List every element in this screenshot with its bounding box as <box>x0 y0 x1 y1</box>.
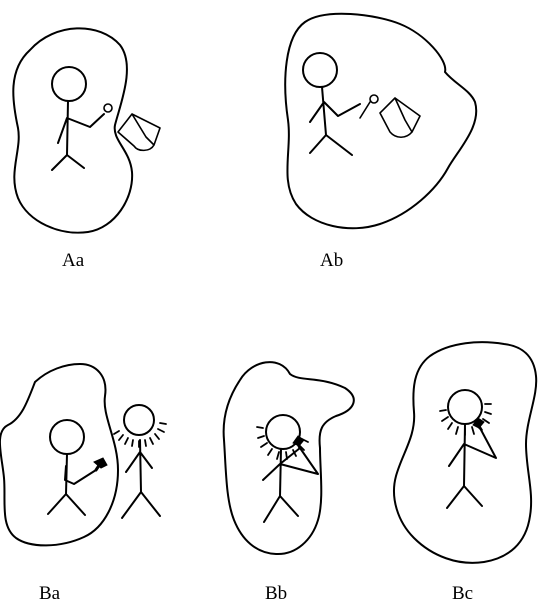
stick-figure-ba-outside <box>114 405 166 518</box>
boundary-blob-aa <box>13 28 132 232</box>
hammer-icon-ba <box>94 458 107 470</box>
panel-bb: Bb <box>224 362 354 604</box>
stick-figure-aa <box>52 67 104 170</box>
head-ba-inside <box>50 420 84 454</box>
panel-ba: Ba <box>0 364 166 604</box>
panel-ab: Ab <box>285 14 476 271</box>
panel-label-bc: Bc <box>452 583 473 604</box>
drumstick-icon-ab <box>360 95 378 118</box>
head-ab <box>303 53 337 87</box>
drumstick-icon-aa <box>104 104 112 112</box>
boundary-blob-ab <box>285 14 476 228</box>
drum-icon-aa <box>118 114 160 150</box>
panel-label-bb: Bb <box>265 583 287 604</box>
stick-figure-ab <box>303 53 360 155</box>
body-ba-inside <box>48 454 96 515</box>
head-aa <box>52 67 86 101</box>
panel-aa: Aa <box>13 28 160 271</box>
stick-figure-bb <box>257 415 318 522</box>
body-aa <box>52 101 104 170</box>
drum-icon-ab <box>380 98 420 137</box>
panel-label-ab: Ab <box>320 250 343 271</box>
panel-label-ba: Ba <box>39 583 61 604</box>
hammer-icon-bb <box>293 436 304 448</box>
head-ba-outside <box>124 405 154 435</box>
body-bc <box>447 424 496 508</box>
boundary-blob-ba <box>0 364 118 545</box>
panel-bc: Bc <box>394 342 536 604</box>
body-ab <box>310 87 360 155</box>
panel-label-aa: Aa <box>62 250 85 271</box>
stick-figure-bc <box>440 390 496 508</box>
body-bb <box>263 448 318 522</box>
stick-figure-ba-inside <box>48 420 96 515</box>
body-ba-outside <box>122 440 160 518</box>
